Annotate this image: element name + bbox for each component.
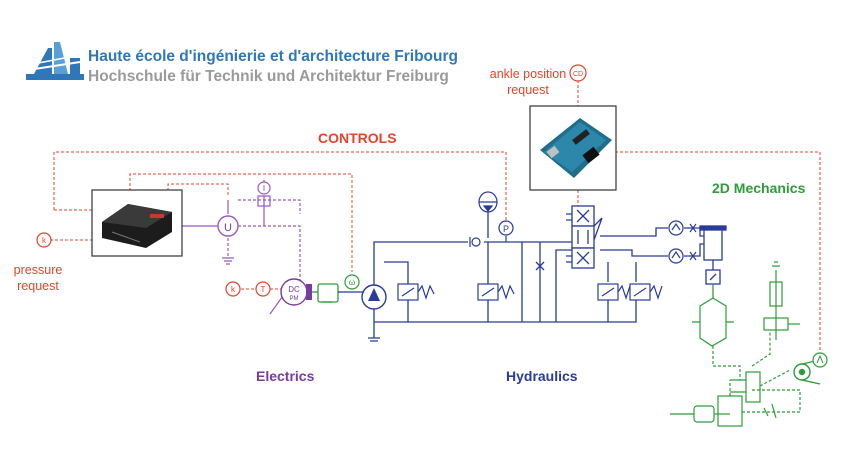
arduino-board bbox=[529, 105, 617, 191]
check-valve bbox=[469, 237, 481, 247]
hydraulic-pump bbox=[361, 284, 387, 310]
controls-signal-lines bbox=[53, 80, 821, 352]
pressure-request-line2: request bbox=[17, 279, 59, 293]
pressure-sensor-label: P bbox=[503, 224, 509, 234]
hydraulics-circuit bbox=[368, 210, 704, 342]
ankle-request-label: ankle position request bbox=[468, 66, 588, 98]
relief-valve-2 bbox=[477, 283, 515, 301]
current-sensor-label: I bbox=[263, 184, 265, 193]
electrics-label: Electrics bbox=[256, 368, 315, 384]
relief-valve-4 bbox=[629, 283, 663, 301]
pressure-request-label: pressure request bbox=[2, 262, 74, 294]
flow-sensor-top bbox=[668, 220, 697, 236]
pressure-request-gain bbox=[36, 232, 60, 248]
accumulator bbox=[478, 191, 498, 213]
ankle-joint bbox=[793, 359, 821, 385]
current-sensor bbox=[257, 181, 271, 195]
relief-valve-1 bbox=[397, 283, 435, 301]
logo-line-de: Hochschule für Technik und Architektur F… bbox=[88, 68, 449, 85]
ankle-request-source bbox=[569, 64, 587, 82]
dc-motor-sublabel: PM bbox=[290, 296, 299, 302]
speed-sensor-label: ω bbox=[349, 278, 355, 287]
mechanics-label: 2D Mechanics bbox=[712, 180, 806, 196]
school-logo-icon bbox=[26, 42, 84, 80]
controls-label: CONTROLS bbox=[318, 130, 397, 146]
pressure-request-gain-label: k bbox=[42, 236, 47, 245]
voltage-sensor-label: U bbox=[224, 222, 232, 234]
pressure-sensor bbox=[498, 220, 514, 242]
hydraulics-label: Hydraulics bbox=[506, 368, 578, 384]
directional-valve bbox=[566, 205, 603, 269]
hydraulic-cylinder bbox=[699, 225, 727, 298]
torque-source bbox=[255, 281, 271, 297]
gearbox bbox=[312, 283, 364, 303]
ankle-request-source-label: CD bbox=[573, 71, 583, 78]
logo-line-fr: Haute école d'ingénierie et d'architectu… bbox=[88, 48, 458, 65]
torque-source-label: T bbox=[261, 285, 266, 294]
mechanics-linkages bbox=[670, 261, 801, 427]
gain-motor-label: k bbox=[231, 285, 236, 294]
dc-motor bbox=[280, 278, 312, 306]
flow-sensor-bottom bbox=[668, 248, 697, 264]
angle-sensor bbox=[812, 352, 828, 368]
voltage-sensor bbox=[217, 215, 239, 237]
dc-motor-label: DC bbox=[288, 285, 300, 294]
pressure-request-line1: pressure bbox=[13, 263, 63, 277]
ankle-request-line2: request bbox=[507, 83, 549, 97]
relief-valve-3 bbox=[597, 283, 631, 301]
speed-sensor bbox=[344, 274, 360, 290]
gain-motor bbox=[225, 281, 241, 297]
motor-controller bbox=[91, 189, 183, 257]
ankle-request-line1: ankle position bbox=[489, 67, 567, 81]
